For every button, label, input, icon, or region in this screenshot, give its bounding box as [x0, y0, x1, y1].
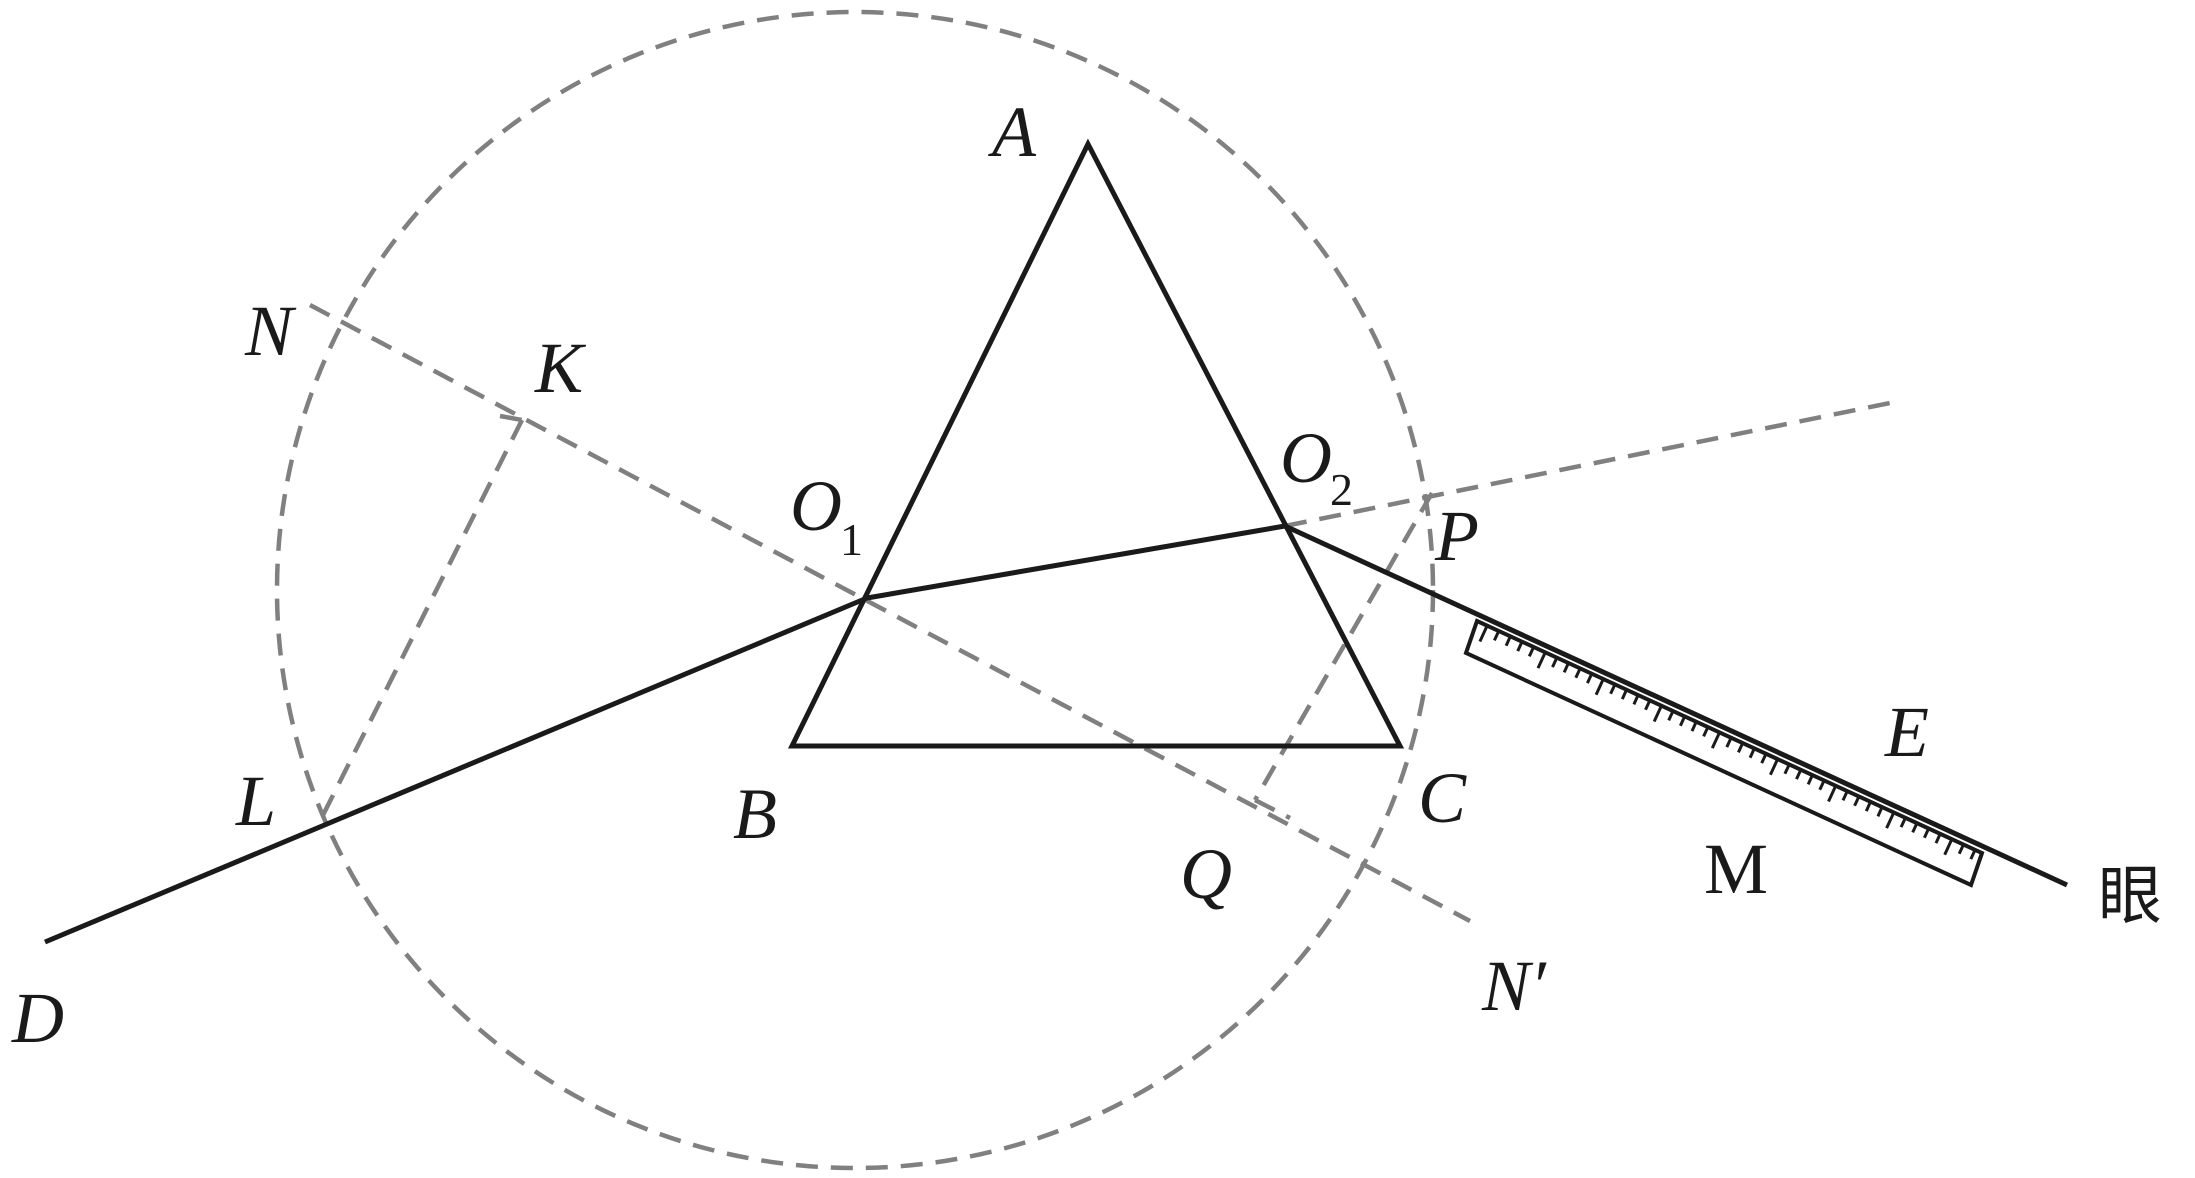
incident-ray [44, 595, 868, 945]
segment-near-q [1253, 797, 1292, 821]
ruler-tick [1737, 742, 1744, 754]
ruler-tick [1957, 844, 1965, 855]
ruler-tick [1911, 822, 1919, 834]
ruler-tick [1969, 849, 1977, 860]
segment-pq [1253, 491, 1434, 802]
label-p: P [1434, 496, 1479, 576]
ruler-tick [1702, 726, 1710, 738]
ruler-tick [1527, 646, 1535, 658]
ruler-tick [1594, 678, 1605, 696]
label-n-prime: N′ [1481, 946, 1547, 1026]
ruler-tick [1504, 636, 1512, 647]
construction-circle [274, 9, 1436, 1171]
ruler-tick [1536, 652, 1547, 669]
ruler-tick [1667, 710, 1675, 722]
ruler-tick [1783, 764, 1791, 775]
ruler-tick [1760, 753, 1768, 764]
ruler-tick [1725, 737, 1733, 748]
ruler-tick [1652, 705, 1663, 723]
svg-text:2: 2 [1330, 464, 1353, 515]
label-b: B [733, 774, 777, 854]
ruler-tick [1493, 630, 1500, 642]
ruler-tick [1853, 796, 1861, 807]
ruler-tick [1818, 780, 1826, 791]
svg-text:O: O [1280, 418, 1332, 498]
ruler-tick [1620, 689, 1628, 700]
label-d: D [11, 978, 64, 1058]
svg-text:O: O [790, 466, 842, 546]
ruler-tick [1943, 838, 1954, 856]
ruler-tick [1478, 625, 1489, 643]
ruler-tick [1841, 790, 1849, 802]
segment-kl [315, 418, 525, 827]
ruler-tick [1864, 801, 1872, 812]
ruler-tick [1551, 657, 1559, 668]
ruler-tick [1885, 812, 1896, 829]
ruler-tick [1516, 641, 1524, 652]
normal-line-n [308, 303, 1472, 923]
label-q: Q [1180, 834, 1232, 914]
ruler-tick [1806, 774, 1814, 786]
label-eye: 眼 [2098, 860, 2162, 934]
label-m: M [1704, 829, 1768, 909]
label-o1: O 1 [790, 466, 863, 565]
ruler-tick [1748, 748, 1756, 759]
ruler-tick [1769, 758, 1779, 776]
ruler-tick [1679, 716, 1686, 727]
ruler-tick [1710, 732, 1721, 749]
ruler-tick [1899, 817, 1907, 828]
label-n: N [244, 291, 297, 371]
ruler-tick [1632, 694, 1640, 706]
segment-near-k [499, 413, 523, 423]
ruler-ticks [1478, 625, 1977, 860]
ruler [1463, 618, 1985, 888]
ruler-tick [1923, 828, 1930, 839]
ruler-tick [1827, 785, 1837, 803]
label-o2: O 2 [1280, 418, 1353, 515]
ruler-tick [1690, 721, 1698, 732]
refracted-ray [866, 523, 1286, 601]
emergent-ray-extension [1284, 400, 1891, 529]
ruler-tick [1644, 700, 1652, 711]
label-a: A [988, 92, 1037, 172]
ruler-tick [1609, 684, 1617, 695]
ruler-tick [1876, 806, 1884, 818]
label-c: C [1418, 758, 1467, 838]
ruler-tick [1562, 662, 1570, 674]
ruler-tick [1934, 833, 1942, 844]
emergent-ray [1283, 523, 2069, 888]
ruler-tick [1586, 673, 1593, 684]
label-e: E [1884, 692, 1929, 772]
prism-triangle [787, 138, 1405, 749]
ruler-tick [1795, 769, 1803, 780]
svg-text:1: 1 [840, 514, 863, 565]
ruler-tick [1574, 668, 1582, 679]
label-l: L [235, 761, 276, 841]
label-k: K [534, 328, 587, 408]
